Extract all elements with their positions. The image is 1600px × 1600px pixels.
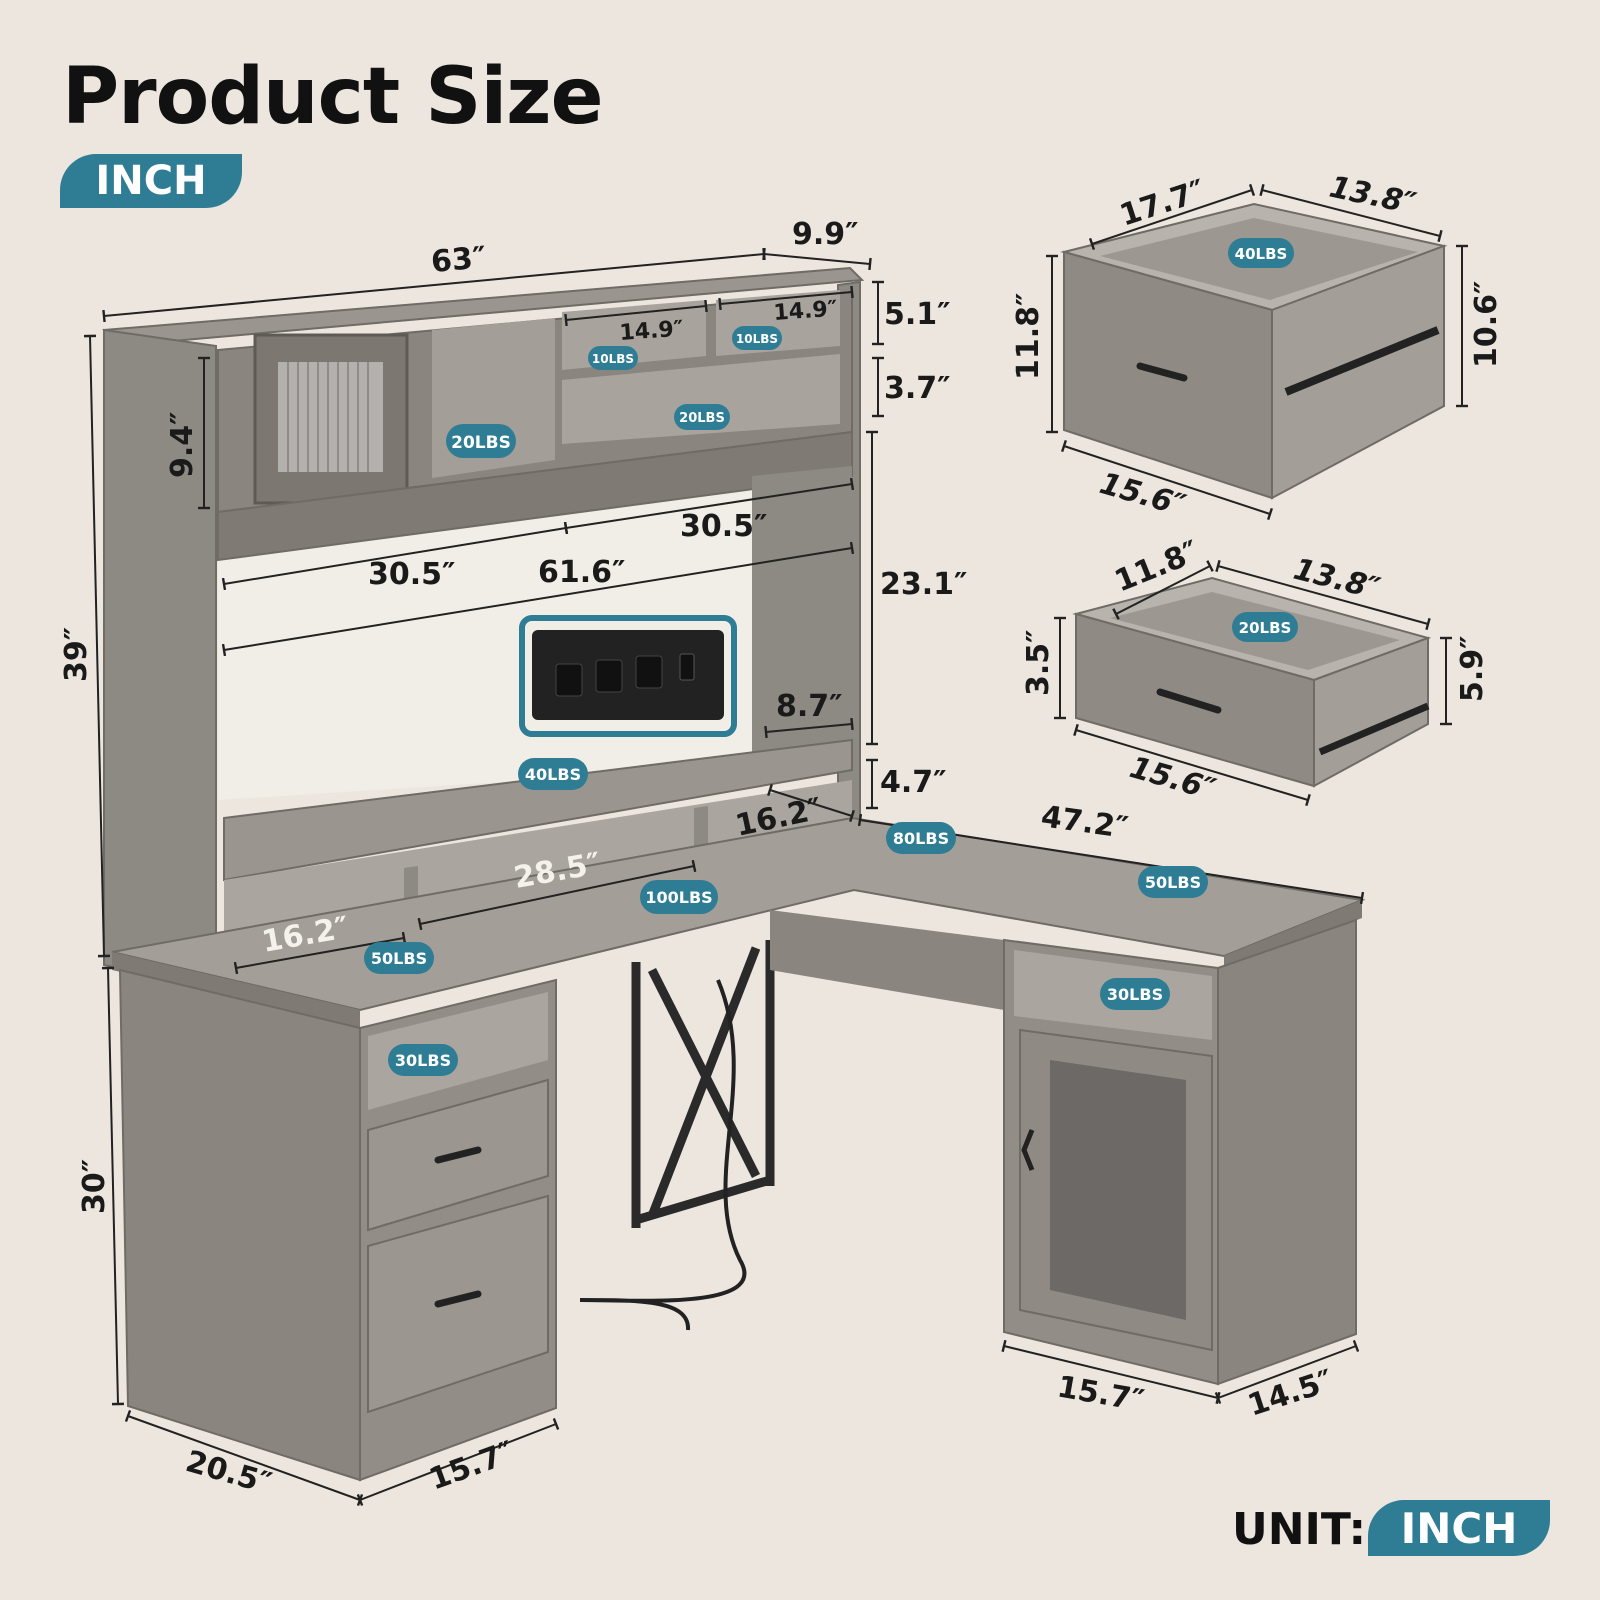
svg-text:40LBS: 40LBS xyxy=(1235,245,1288,263)
left-cabinet-drawer-2 xyxy=(367,1194,549,1414)
svg-text:30LBS: 30LBS xyxy=(395,1051,451,1070)
dim-side-shelf-depth: 8.7″ xyxy=(776,689,843,724)
large-drawer-handle xyxy=(1136,362,1188,382)
unit-badge-bottom: INCH xyxy=(1368,1500,1550,1556)
load-badge-lower-shelf: 40LBS xyxy=(518,758,588,790)
small-drawer-front-height: 3.5″ xyxy=(1021,629,1056,696)
large-drawer-depth: 13.8″ xyxy=(1326,170,1419,223)
load-badge-large-drawer: 40LBS xyxy=(1228,238,1294,268)
return-back-panel xyxy=(770,910,1004,1010)
dim-total-height: 39″ xyxy=(59,627,94,682)
small-drawer-side-height: 5.9″ xyxy=(1455,635,1490,702)
dim-top-shelf-left: 14.9″ xyxy=(619,317,685,346)
right-cabinet-side xyxy=(1217,918,1357,1386)
svg-text:20LBS: 20LBS xyxy=(451,433,511,453)
dim-upper-span-right: 30.5″ xyxy=(680,509,767,544)
load-badge-top-shelf-right: 10LBS xyxy=(732,326,782,350)
large-drawer-side xyxy=(1271,244,1445,500)
lower-shelf xyxy=(223,738,853,882)
outlet-2 xyxy=(595,659,623,693)
mid-shelf xyxy=(562,354,840,444)
desk xyxy=(111,816,1366,1482)
load-badge-desk-left: 50LBS xyxy=(364,942,434,974)
load-badge-desk-return: 50LBS xyxy=(1138,866,1208,898)
load-badge-desk-center: 100LBS xyxy=(640,880,718,914)
load-badge-small-drawer: 20LBS xyxy=(1232,612,1298,642)
dim-lower-shelf-height: 4.7″ xyxy=(880,765,947,800)
dim-hutch-depth: 9.9″ xyxy=(792,217,859,252)
load-badges: 20LBS 10LBS 10LBS 20LBS 40LBS 50LBS 100L… xyxy=(364,238,1298,1076)
right-cabinet-door-glass xyxy=(1050,1060,1186,1320)
load-badge-right-cabinet: 30LBS xyxy=(1100,978,1170,1010)
cabinet-door-handle xyxy=(1021,1129,1035,1171)
large-drawer-bottom-width: 15.6″ xyxy=(1096,466,1190,524)
dim-top-shelf-right: 14.9″ xyxy=(773,297,839,326)
usb-port xyxy=(679,653,695,681)
outlet-1 xyxy=(555,663,583,697)
load-badge-cubby-left: 20LBS xyxy=(446,424,516,458)
ribbed-glass xyxy=(278,362,383,472)
svg-text:30LBS: 30LBS xyxy=(1107,985,1163,1004)
dim-inner-width: 61.6″ xyxy=(538,555,625,590)
large-drawer-side-height: 10.6″ xyxy=(1469,281,1504,368)
load-badge-desk-corner: 80LBS xyxy=(886,822,956,854)
small-drawer-side xyxy=(1313,636,1429,788)
left-cabinet-open-shelf xyxy=(368,992,548,1110)
load-badge-mid-shelf: 20LBS xyxy=(674,404,730,430)
large-drawer-front-height: 11.8″ xyxy=(1011,293,1046,380)
page-title: Product Size xyxy=(62,52,603,142)
load-badge-top-shelf-left: 10LBS xyxy=(588,346,638,370)
unit-badge-top: INCH xyxy=(60,154,242,208)
unit-label: UNIT: xyxy=(1232,1504,1367,1555)
small-drawer-slide xyxy=(1318,702,1430,756)
svg-text:20LBS: 20LBS xyxy=(1239,619,1292,637)
desktop-edge xyxy=(112,952,360,1028)
dim-desk-height: 30″ xyxy=(77,1159,112,1214)
dim-upper-span-left: 30.5″ xyxy=(368,557,455,592)
svg-text:10LBS: 10LBS xyxy=(592,352,634,366)
dim-right-cabinet-depth: 14.5″ xyxy=(1244,1363,1338,1423)
outlet-3 xyxy=(635,655,663,689)
dim-hutch-width: 63″ xyxy=(430,240,488,280)
svg-text:40LBS: 40LBS xyxy=(525,765,581,784)
power-cord xyxy=(579,979,747,1331)
svg-text:10LBS: 10LBS xyxy=(736,332,778,346)
load-badge-left-cabinet: 30LBS xyxy=(388,1044,458,1076)
svg-text:80LBS: 80LBS xyxy=(893,829,949,848)
drawer-handle-2 xyxy=(434,1290,482,1308)
dim-mid-shelf-height: 3.7″ xyxy=(884,371,951,406)
dim-return-length: 47.2″ xyxy=(1039,799,1130,846)
small-drawer-handle xyxy=(1156,688,1222,714)
metal-frame xyxy=(631,940,775,1228)
svg-text:50LBS: 50LBS xyxy=(371,949,427,968)
svg-text:100LBS: 100LBS xyxy=(645,888,712,907)
svg-text:50LBS: 50LBS xyxy=(1145,873,1201,892)
large-drawer-slide xyxy=(1284,326,1440,396)
drawer-handle-1 xyxy=(434,1146,482,1164)
dim-top-shelf-height: 5.1″ xyxy=(884,297,951,332)
dim-cubby-height: 9.4″ xyxy=(165,411,200,478)
dim-open-height: 23.1″ xyxy=(880,567,967,602)
left-cabinet-side xyxy=(118,968,361,1482)
svg-text:20LBS: 20LBS xyxy=(679,411,725,426)
